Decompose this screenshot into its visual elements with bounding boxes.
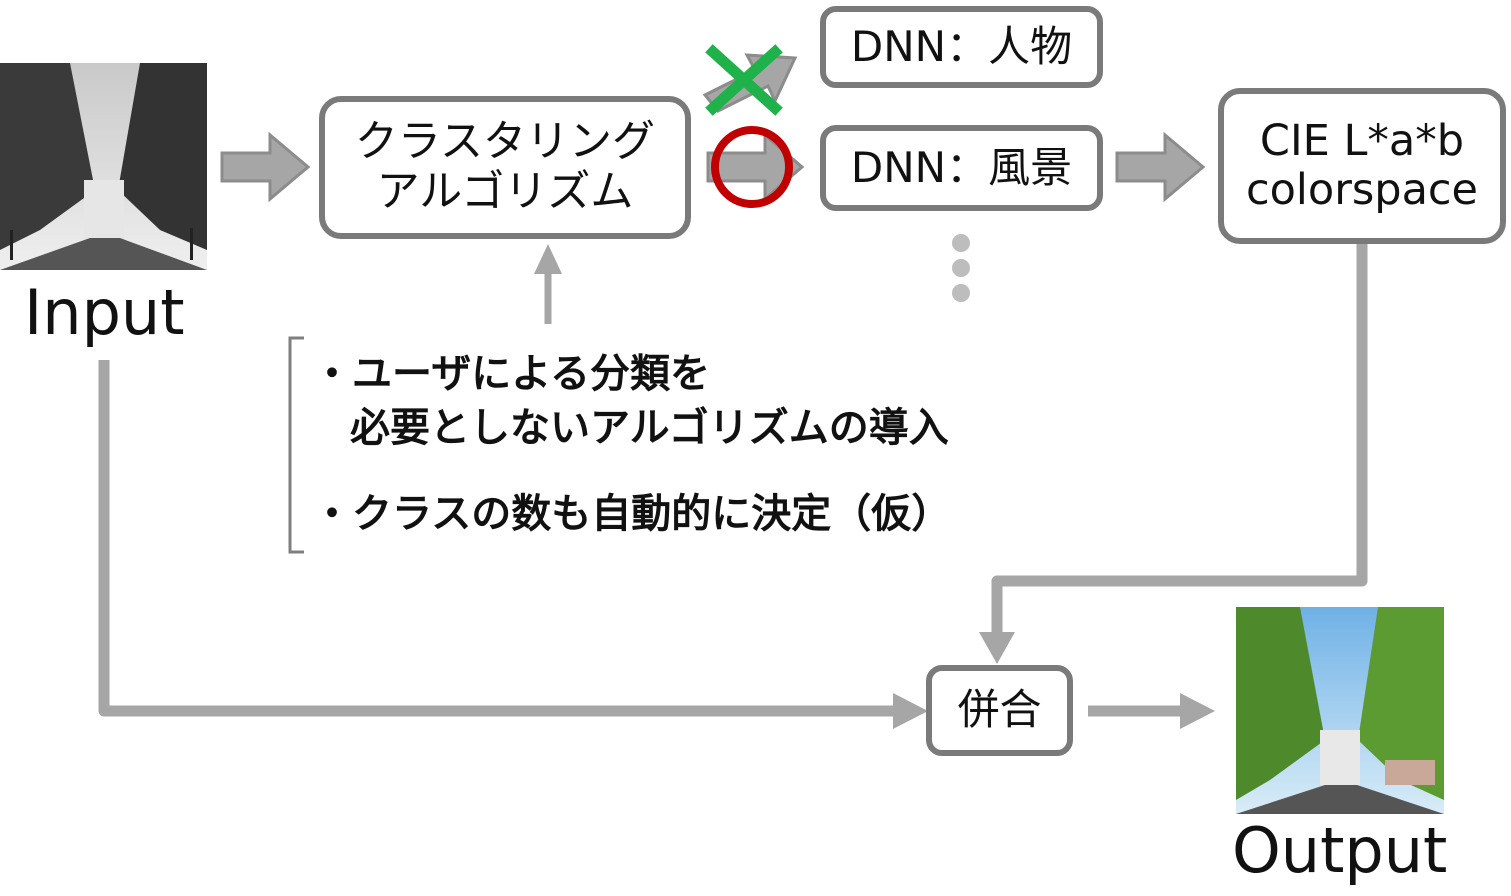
note-bullet-1-line1: ・ユーザによる分類を [312,351,710,397]
arrow-input-to-merge [98,360,928,729]
circle-icon [711,126,793,208]
arrow-scenery-to-cie [1115,131,1206,203]
note-bullet-2: ・クラスの数も自動的に決定（仮） [312,491,952,537]
input-label: Input [24,276,185,349]
output-label: Output [1232,814,1448,887]
input-image [0,63,207,270]
clustering-label-line2: アルゴリズム [376,166,634,217]
notes-bracket [288,336,304,554]
ellipsis-icon [952,234,970,302]
cie-label-line1: CIE L*a*b [1259,115,1465,166]
note-bullet-1-line2: 必要としないアルゴリズムの導入 [350,405,949,451]
dnn-scenery-label: DNN：風景 [850,142,1073,192]
clustering-label-line1: クラスタリング [354,117,656,168]
cross-icon [705,44,783,116]
dnn-person-box: DNN：人物 [820,6,1103,88]
output-image [1236,607,1444,814]
cie-box: CIE L*a*b colorspace [1218,88,1506,244]
cie-label-line2: colorspace [1245,165,1479,215]
arrow-cie-to-merge [979,244,1368,664]
dnn-scenery-box: DNN：風景 [820,125,1103,211]
clustering-box: クラスタリング アルゴリズム [319,96,691,239]
dnn-person-label: DNN：人物 [850,21,1073,71]
merge-box: 併合 [926,665,1073,756]
arrow-merge-to-output [1088,693,1215,729]
arrow-input-to-clustering [220,131,311,203]
arrow-notes-to-clustering [534,244,562,324]
merge-label: 併合 [957,685,1042,735]
